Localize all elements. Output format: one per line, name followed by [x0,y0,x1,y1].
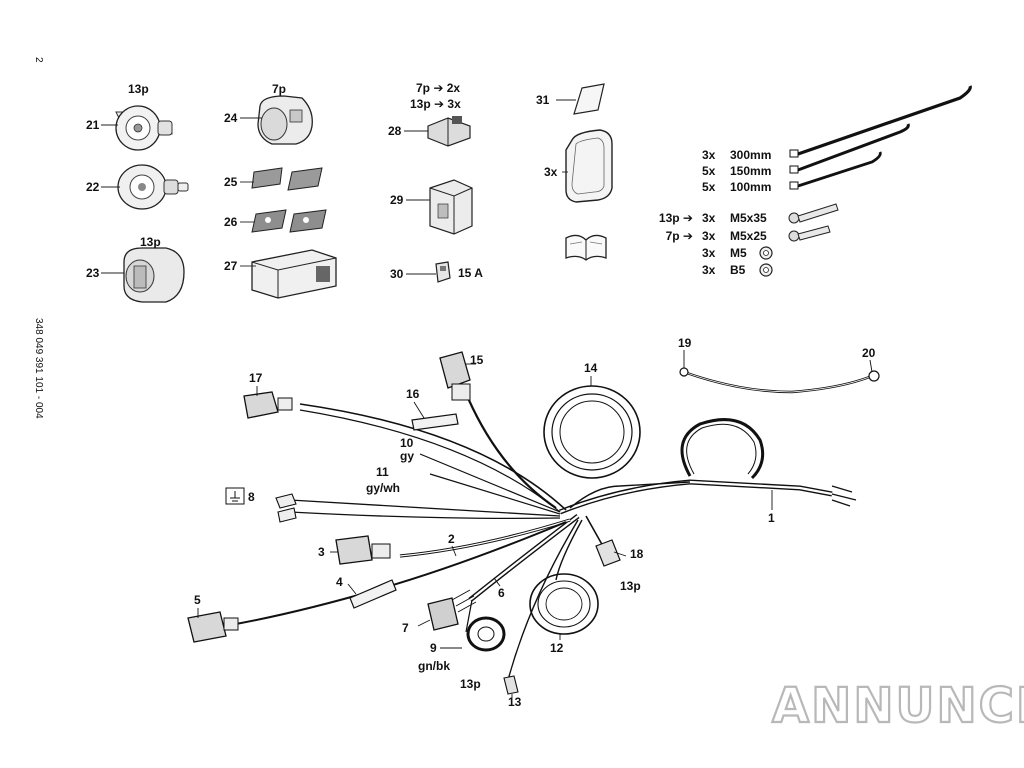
hw-qty: 5x [702,180,716,194]
part-22-number: 22 [86,180,100,194]
part-24-socket-7p [257,95,313,145]
part-26-number: 26 [224,215,238,229]
part-27-control-module [251,249,337,299]
part-21-socket-13p [115,105,173,151]
part-23-plug-13p [123,247,185,303]
part-11-number: 11 [376,465,389,479]
part-25-adhesive-pads [251,167,323,191]
part-3-number: 3 [318,545,325,559]
part-19-number: 19 [678,336,692,350]
part-13-number: 13 [508,695,522,709]
part-31-sticker [573,83,605,115]
part-29-relay-holder [429,179,473,235]
hw-qty: 3x [702,229,716,243]
manual-book-icon [565,234,607,261]
hw-spec: M5x25 [730,229,767,243]
hw-qty: 3x [702,211,716,225]
part-30-fuse [435,261,451,283]
hw-qty: 3x [702,148,716,162]
part-24-number: 24 [224,111,238,125]
hardware-list: 3x 300mm 5x 150mm 5x 100mm 13p ➔ 3x M5x3… [659,148,771,277]
part-16-number: 16 [406,387,420,401]
document-number: 348 049 391 101 - 004 [33,318,44,419]
hw-qty: 5x [702,164,716,178]
part-12-number: 12 [550,641,564,655]
part-30-rating: 15 A [458,266,483,280]
part-27-number: 27 [224,259,238,273]
part-10-number: 10 [400,436,414,450]
part-15-number: 15 [470,353,484,367]
part-28-relay-clip [427,116,471,147]
wiring-harness [235,370,873,681]
hw-spec: M5x35 [730,211,767,225]
hw-spec: B5 [730,263,746,277]
part-18-connector: 13p [620,579,641,593]
part-9-color: gn/bk [418,659,450,673]
hw-qty: 3x [702,246,716,260]
hw-spec: 300mm [730,148,771,162]
part-9-connector: 13p [460,677,481,691]
hw-prefix: 13p ➔ [659,211,693,225]
part-5-number: 5 [194,593,201,607]
part-21-connector: 13p [128,82,149,96]
hw-spec: M5 [730,246,747,260]
part-25-number: 25 [224,175,238,189]
part-28-note-7p: 7p ➔ 2x [416,81,460,95]
part-28-note-13p: 13p ➔ 3x [410,97,461,111]
harness-connectors [187,351,880,695]
part-26-seal-pads [251,209,327,233]
part-18-number: 18 [630,547,644,561]
part-14-number: 14 [584,361,598,375]
part-30-number: 30 [390,267,404,281]
part-6-number: 6 [498,586,505,600]
part-24-connector: 7p [272,82,286,96]
hw-spec: 150mm [730,164,771,178]
part-17-number: 17 [249,371,263,385]
watermark-logo: ANNUNCI [772,678,1024,734]
hw-qty: 3x [702,263,716,277]
cable-ties [789,85,972,190]
screws-and-nuts [759,203,839,277]
part-9-number: 9 [430,641,437,655]
part-20-number: 20 [862,346,876,360]
cleaning-pad-quantity: 3x [544,165,558,179]
leader-lines [197,350,873,698]
part-28-number: 28 [388,124,402,138]
hw-spec: 100mm [730,180,771,194]
hw-prefix: 7p ➔ [666,229,693,243]
page-number: 2 [33,57,44,63]
part-11-color: gy/wh [366,481,400,495]
part-31-number: 31 [536,93,550,107]
part-23-connector: 13p [140,235,161,249]
part-23-number: 23 [86,266,100,280]
part-4-number: 4 [336,575,343,589]
part-21-number: 21 [86,118,100,132]
cleaning-pad [565,129,613,203]
part-2-number: 2 [448,532,455,546]
part-22-socket [117,164,189,210]
part-10-color: gy [400,449,414,463]
part-8-number: 8 [248,490,255,504]
part-7-number: 7 [402,621,409,635]
part-1-number: 1 [768,511,775,525]
part-29-number: 29 [390,193,404,207]
